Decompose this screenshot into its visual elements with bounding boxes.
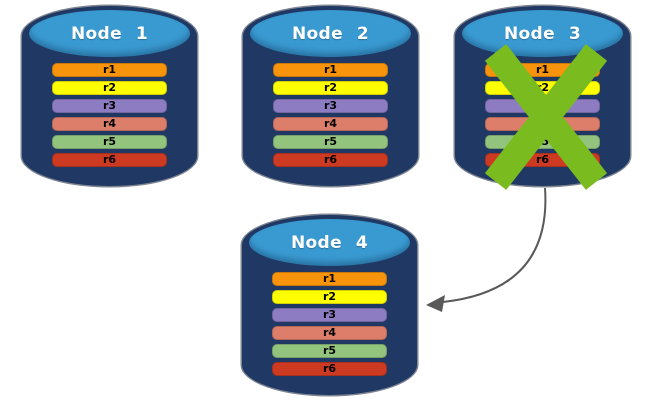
replica-row: r4: [273, 117, 388, 131]
replica-row: r1: [272, 272, 387, 286]
replica-row: r2: [485, 81, 600, 95]
node-3-cylinder-top: Node 3: [462, 10, 623, 57]
node-1-label: Node 1: [70, 23, 149, 44]
replica-row: r5: [485, 135, 600, 149]
replica-row: r6: [52, 153, 167, 167]
node-1-cylinder-top: Node 1: [29, 10, 190, 57]
node-1: Node 1 r1 r2 r3 r4 r5 r6: [22, 6, 197, 186]
replica-row: r3: [485, 99, 600, 113]
node-4-cylinder-top: Node 4: [249, 219, 410, 266]
replica-row: r1: [273, 63, 388, 77]
arrow-head-icon: [426, 295, 445, 312]
node-2-label: Node 2: [291, 23, 370, 44]
node-2-rows: r1 r2 r3 r4 r5 r6: [273, 63, 388, 171]
replica-row: r4: [485, 117, 600, 131]
replica-row: r1: [52, 63, 167, 77]
replica-row: r6: [272, 362, 387, 376]
replica-row: r4: [272, 326, 387, 340]
node-2: Node 2 r1 r2 r3 r4 r5 r6: [243, 6, 418, 186]
replica-row: r1: [485, 63, 600, 77]
node-4-rows: r1 r2 r3 r4 r5 r6: [272, 272, 387, 380]
replica-row: r6: [485, 153, 600, 167]
replica-row: r2: [272, 290, 387, 304]
node-3: Node 3 r1 r2 r3 r4 r5 r6: [455, 6, 630, 186]
replica-row: r3: [273, 99, 388, 113]
node-4-label: Node 4: [290, 232, 369, 253]
node-2-cylinder-top: Node 2: [250, 10, 411, 57]
node-3-rows: r1 r2 r3 r4 r5 r6: [485, 63, 600, 171]
replica-row: r6: [273, 153, 388, 167]
replica-row: r5: [52, 135, 167, 149]
node-3-label: Node 3: [503, 23, 582, 44]
node-1-rows: r1 r2 r3 r4 r5 r6: [52, 63, 167, 171]
replica-row: r4: [52, 117, 167, 131]
replica-row: r2: [52, 81, 167, 95]
replica-row: r3: [52, 99, 167, 113]
replica-row: r5: [272, 344, 387, 358]
arrow-curve: [442, 187, 547, 303]
replica-row: r3: [272, 308, 387, 322]
node-4: Node 4 r1 r2 r3 r4 r5 r6: [242, 215, 417, 395]
replica-row: r2: [273, 81, 388, 95]
replica-row: r5: [273, 135, 388, 149]
